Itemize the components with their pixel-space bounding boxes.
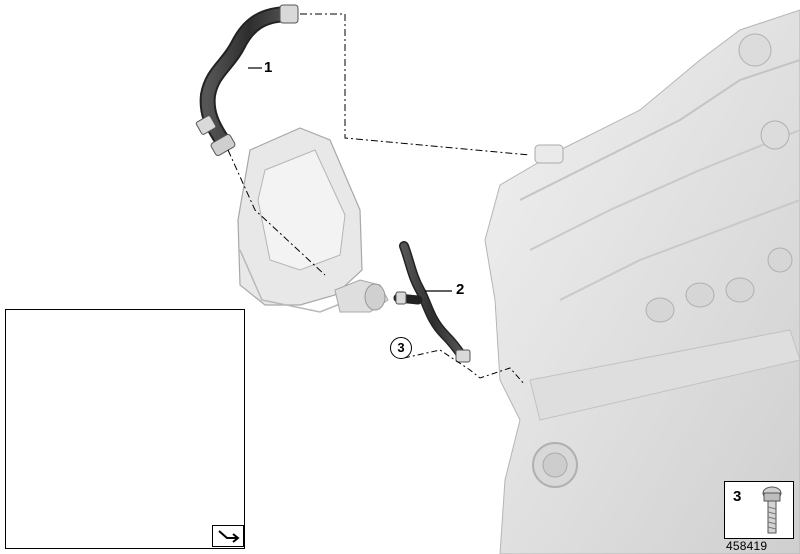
inset-overview-frame — [5, 309, 245, 549]
callout-part-2[interactable]: 2 — [456, 281, 465, 298]
turbo-housing — [237, 127, 389, 313]
bolt-icon — [762, 486, 782, 534]
hose-part-1[interactable] — [195, 4, 299, 157]
leader-lines — [227, 13, 531, 386]
legend-number: 3 — [733, 488, 742, 505]
diagram-reference-id: 458419 — [726, 539, 768, 553]
engine-block — [484, 9, 800, 554]
callout-part-1[interactable]: 1 — [264, 59, 273, 76]
hose-part-2[interactable] — [393, 241, 471, 363]
callout-part-3[interactable]: 3 — [390, 337, 412, 359]
orientation-box[interactable] — [212, 525, 244, 547]
part-legend[interactable]: 3 — [724, 481, 794, 539]
orientation-arrow-icon — [218, 530, 240, 543]
